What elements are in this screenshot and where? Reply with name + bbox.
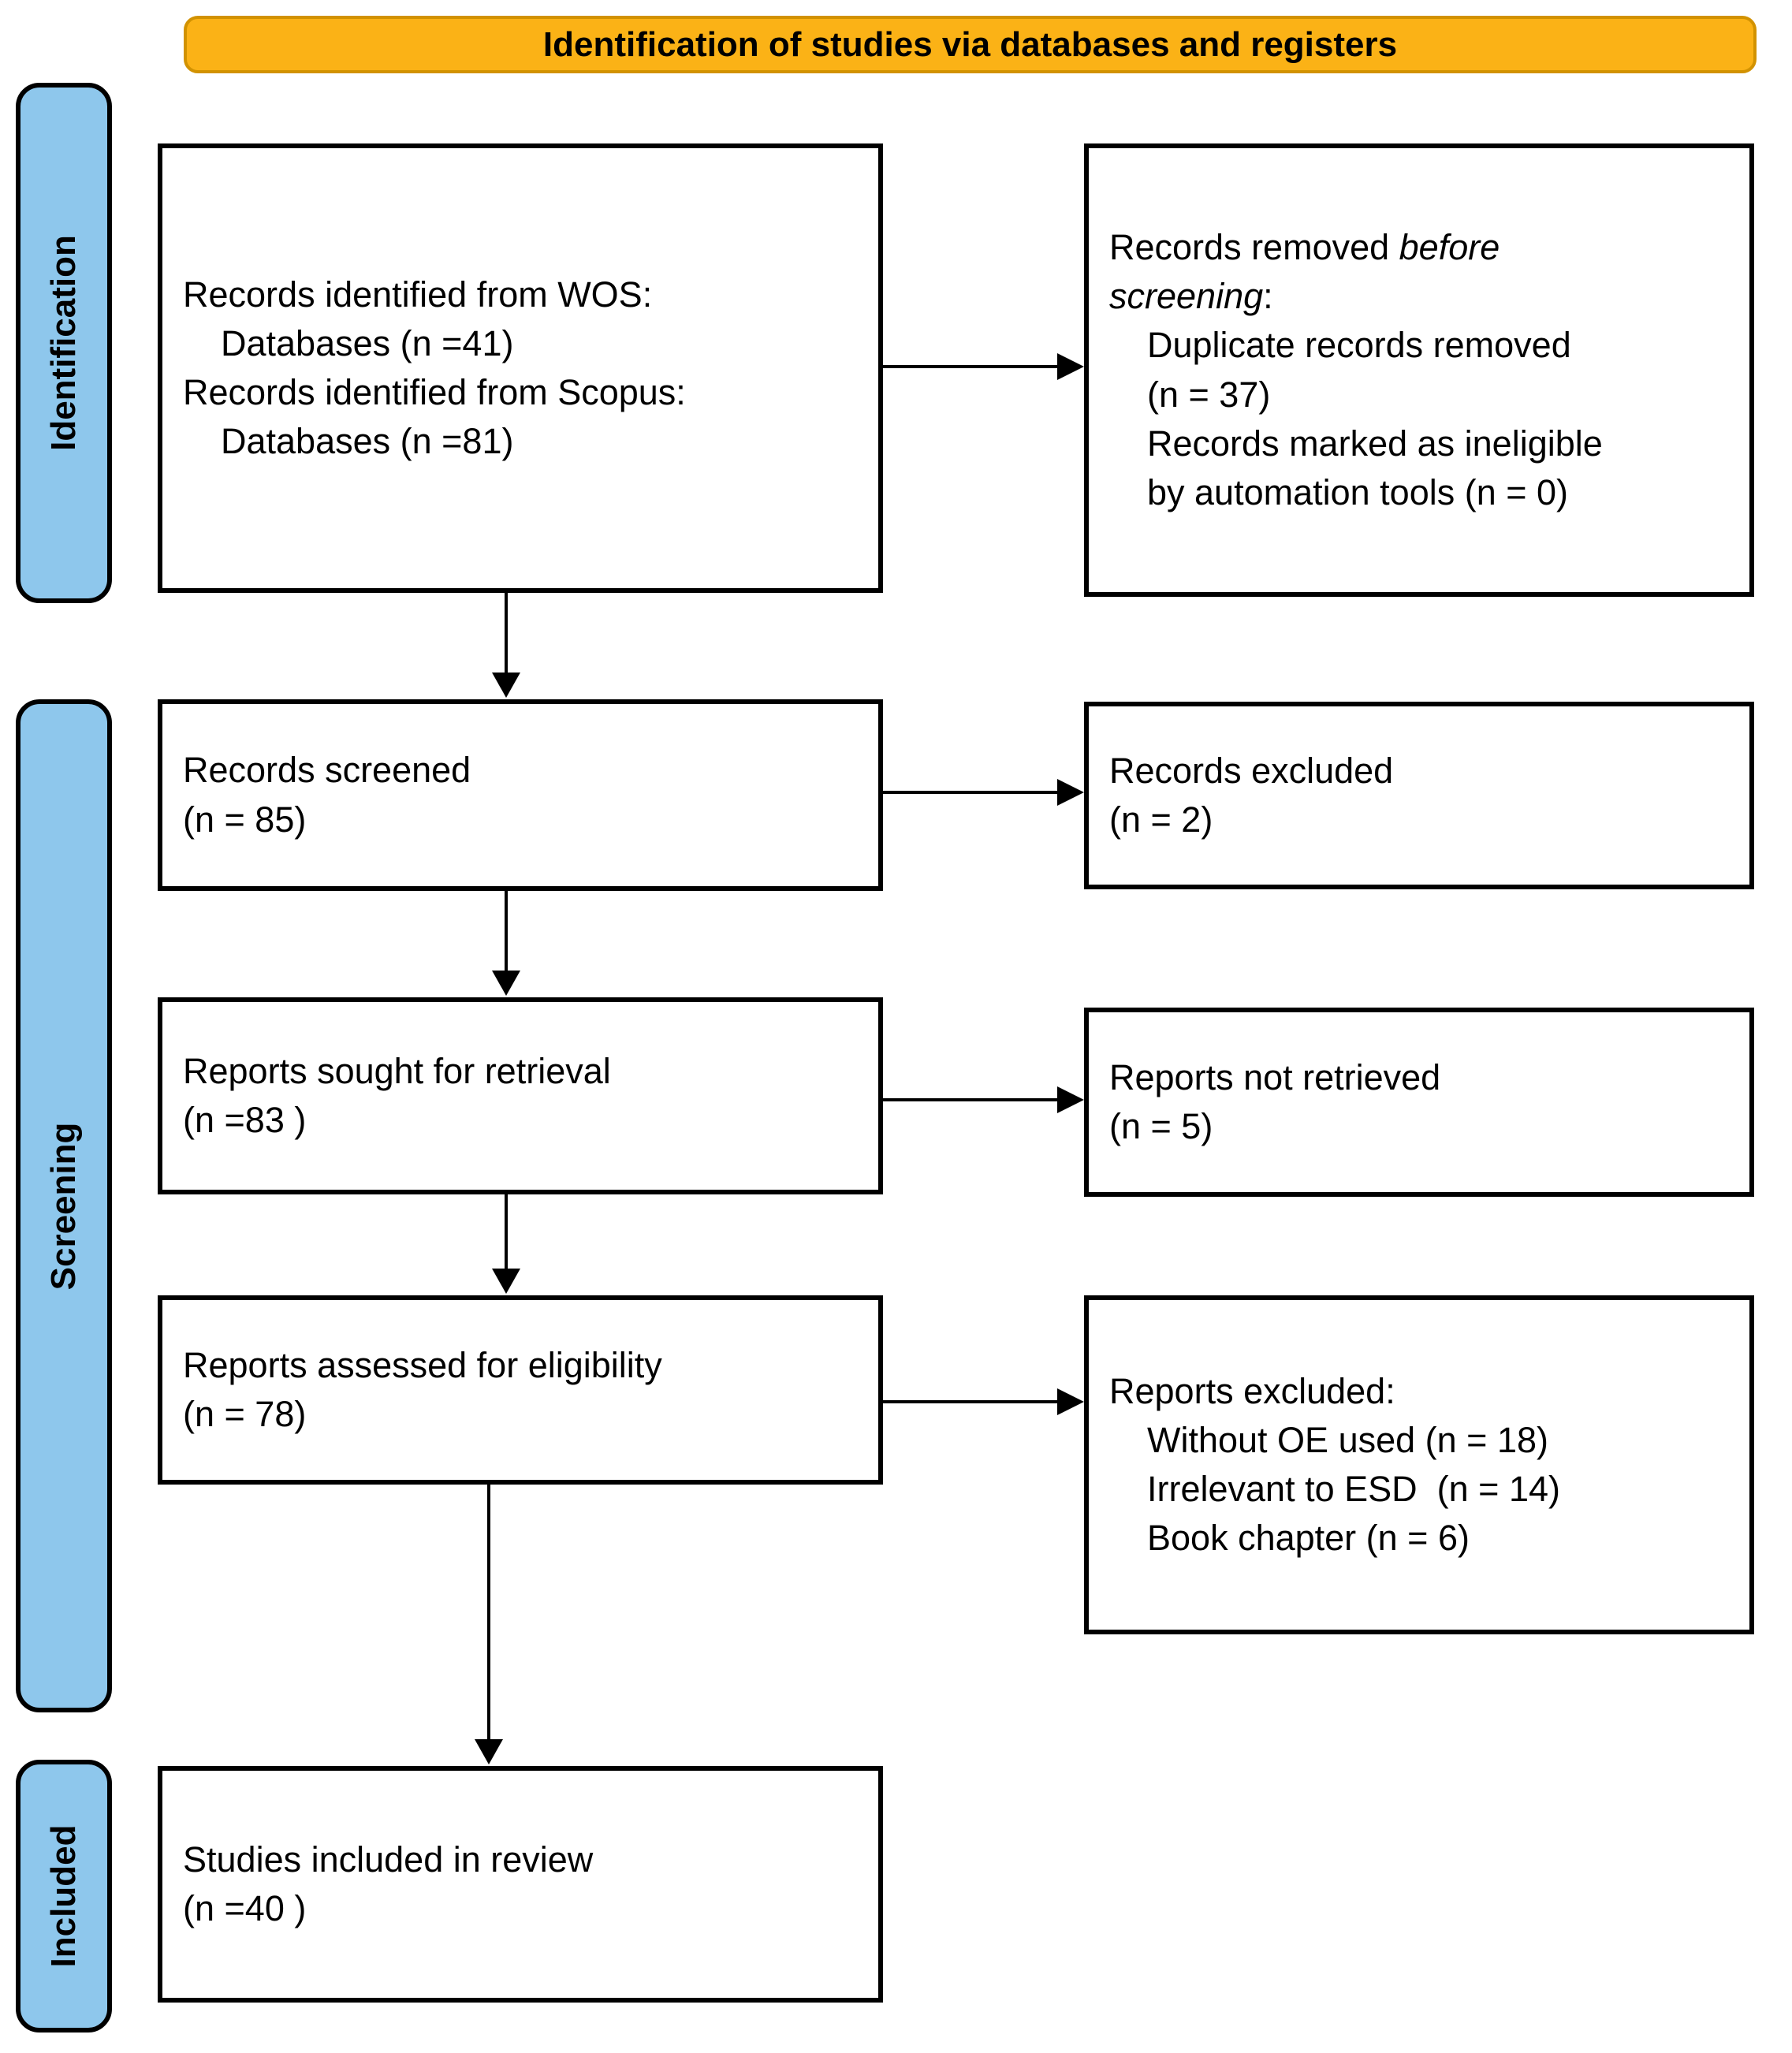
- text-line: Records removed before: [1109, 227, 1500, 268]
- text-line: (n = 85): [183, 799, 307, 840]
- text-line: Studies included in review: [183, 1839, 594, 1880]
- text-line: (n = 2): [1109, 799, 1213, 840]
- text-line: Records identified from Scopus:: [183, 372, 686, 412]
- sidebar-phase-identification: Identification: [16, 83, 112, 603]
- box-reports-excluded: Reports excluded: Without OE used (n = 18…: [1084, 1295, 1754, 1634]
- text-line: Records identified from WOS:: [183, 274, 653, 315]
- sidebar-phase-screening: Screening: [16, 699, 112, 1712]
- text-line: Reports sought for retrieval: [183, 1050, 611, 1091]
- arrow-line: [505, 593, 508, 673]
- text-line: (n =40 ): [183, 1888, 307, 1928]
- sidebar-phase-included: Included: [16, 1760, 112, 2033]
- arrow-line: [505, 891, 508, 971]
- text-line: screening:: [1109, 276, 1273, 317]
- arrow-head-down-icon: [492, 971, 520, 996]
- arrow-head-down-icon: [475, 1739, 503, 1764]
- arrow-head-right-icon: [1057, 1388, 1084, 1415]
- sidebar-phase-included-label: Included: [44, 1824, 83, 1968]
- arrow-head-right-icon: [1057, 353, 1084, 380]
- arrow-line: [883, 791, 1058, 794]
- arrow-line: [487, 1485, 490, 1739]
- text-line: by automation tools (n = 0): [1147, 471, 1569, 512]
- box-reports-not-retrieved: Reports not retrieved (n = 5): [1084, 1008, 1754, 1197]
- text-line: Databases (n =41): [221, 322, 514, 363]
- arrow-head-right-icon: [1057, 779, 1084, 806]
- text-line: Book chapter (n = 6): [1147, 1518, 1470, 1559]
- sidebar-phase-identification-label: Identification: [44, 235, 83, 451]
- text-line: Records screened: [183, 750, 471, 791]
- arrow-head-down-icon: [492, 673, 520, 698]
- arrow-line: [883, 1098, 1058, 1101]
- text-line: (n = 5): [1109, 1106, 1213, 1146]
- text-line: (n = 37): [1147, 374, 1271, 415]
- arrow-line: [505, 1194, 508, 1269]
- banner-identification-of-studies: Identification of studies via databases …: [184, 16, 1757, 73]
- text-line: Records excluded: [1109, 750, 1394, 791]
- text-line: Without OE used (n = 18): [1147, 1419, 1548, 1460]
- text-line: Irrelevant to ESD (n = 14): [1147, 1469, 1560, 1509]
- text-line: Records marked as ineligible: [1147, 423, 1603, 464]
- box-records-identified: Records identified from WOS: Databases (n…: [158, 143, 883, 593]
- box-reports-assessed: Reports assessed for eligibility (n = 78): [158, 1295, 883, 1485]
- text-line: Databases (n =81): [221, 421, 514, 462]
- box-records-screened: Records screened (n = 85): [158, 699, 883, 891]
- sidebar-phase-screening-label: Screening: [44, 1122, 83, 1290]
- box-studies-included: Studies included in review (n =40 ): [158, 1766, 883, 2003]
- banner-label: Identification of studies via databases …: [542, 24, 1398, 64]
- box-records-excluded: Records excluded (n = 2): [1084, 702, 1754, 889]
- text-line: Duplicate records removed: [1147, 325, 1571, 366]
- arrow-line: [883, 1400, 1058, 1403]
- arrow-head-right-icon: [1057, 1086, 1084, 1113]
- box-reports-sought: Reports sought for retrieval (n =83 ): [158, 997, 883, 1194]
- arrow-head-down-icon: [492, 1269, 520, 1294]
- text-line: Reports assessed for eligibility: [183, 1344, 662, 1385]
- arrow-line: [883, 365, 1058, 368]
- text-line: (n =83 ): [183, 1100, 307, 1140]
- text-line: (n = 78): [183, 1394, 307, 1434]
- box-records-removed-before-screening: Records removed before screening: Duplicat…: [1084, 143, 1754, 597]
- text-line: Reports excluded:: [1109, 1370, 1395, 1411]
- text-line: Reports not retrieved: [1109, 1056, 1441, 1097]
